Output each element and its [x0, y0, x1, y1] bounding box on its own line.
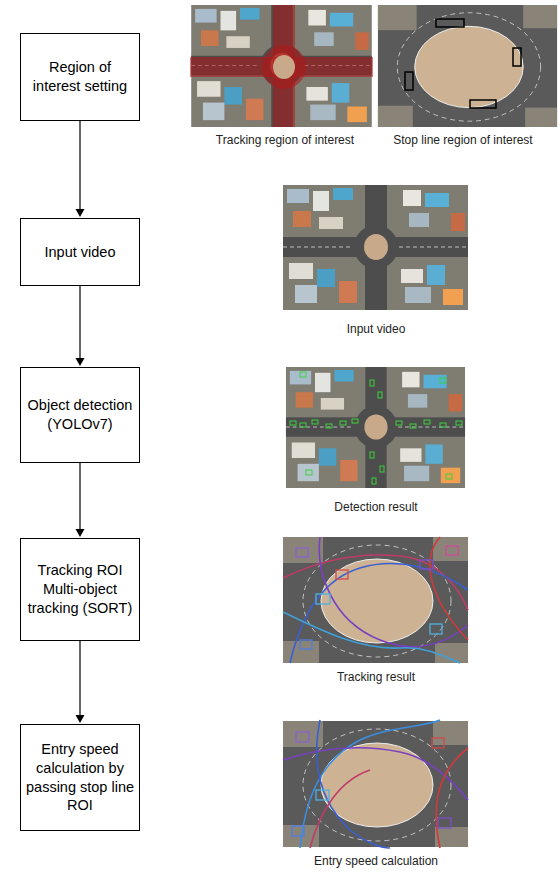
box-text: Entry speed calculation by passing stop … [26, 740, 134, 815]
connector-line [79, 286, 80, 360]
box-text: Tracking ROI Multi-object tracking (SORT… [26, 561, 134, 618]
flow-arrow [76, 121, 85, 217]
flow-arrow [76, 463, 85, 537]
box-text: Region of interest setting [26, 58, 134, 96]
process-box: Region of interest setting [20, 33, 140, 121]
image-caption: Input video [347, 322, 406, 336]
process-box: Tracking ROI Multi-object tracking (SORT… [20, 538, 140, 641]
image-caption: Tracking result [337, 670, 415, 684]
process-box: Object detection (YOLOv7) [20, 367, 140, 463]
image-caption: Detection result [334, 500, 417, 514]
process-box: Input video [20, 218, 140, 286]
image-caption: Stop line region of interest [393, 133, 532, 147]
arrowhead [76, 529, 85, 537]
arrowhead [76, 715, 85, 723]
box-text: Input video [45, 243, 116, 262]
connector-line [79, 463, 80, 531]
connector-line [79, 121, 80, 211]
process-box: Entry speed calculation by passing stop … [20, 724, 140, 831]
image-caption: Tracking region of interest [216, 133, 354, 147]
connector-line [79, 641, 80, 717]
arrowhead [76, 358, 85, 366]
box-text: Object detection (YOLOv7) [26, 396, 134, 434]
image-caption: Entry speed calculation [314, 854, 438, 868]
flow-arrow [76, 641, 85, 723]
flow-arrow [76, 286, 85, 366]
arrowhead [76, 209, 85, 217]
